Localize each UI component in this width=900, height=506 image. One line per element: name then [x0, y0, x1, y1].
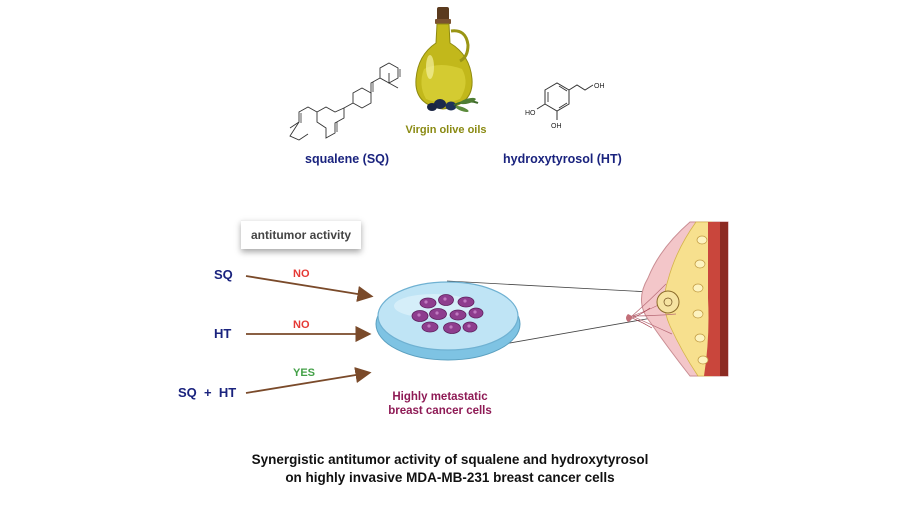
cells-label-line2: breast cancer cells	[388, 405, 492, 417]
arrow-combo	[245, 367, 372, 394]
antitumor-activity-box: antitumor activity	[241, 220, 361, 249]
hydroxytyrosol-label: hydroxytyrosol (HT)	[503, 152, 622, 166]
cells-label: Highly metastatic breast cancer cells	[380, 390, 500, 418]
cells-label-line1: Highly metastatic	[392, 391, 488, 403]
row-sq-verdict: NO	[293, 268, 310, 280]
ht-oh-bottom: OH	[551, 123, 562, 130]
row-ht-verdict: NO	[293, 319, 310, 331]
hydroxytyrosol-structure: OH HO OH	[525, 82, 605, 130]
caption-line1: Synergistic antitumor activity of squale…	[251, 452, 649, 467]
olive-oil-bottle-icon	[415, 7, 479, 113]
row-combo-verdict: YES	[293, 367, 316, 379]
ht-oh-top: OH	[594, 83, 605, 90]
connector-top	[446, 280, 651, 293]
caption: Synergistic antitumor activity of squale…	[0, 451, 900, 487]
row-sq-label: SQ	[214, 267, 233, 282]
arrow-sq	[245, 275, 374, 302]
ht-ho-left: HO	[525, 110, 536, 117]
row-combo-label: SQ + HT	[178, 385, 237, 400]
olive-oil-label: Virgin olive oils	[405, 124, 487, 136]
petri-dish	[375, 281, 521, 361]
squalene-label: squalene (SQ)	[305, 152, 390, 166]
caption-line2: on highly invasive MDA-MB-231 breast can…	[285, 470, 615, 485]
squalene-structure	[289, 62, 401, 141]
row-ht-label: HT	[214, 326, 232, 341]
breast-anatomy-illustration	[626, 221, 729, 377]
